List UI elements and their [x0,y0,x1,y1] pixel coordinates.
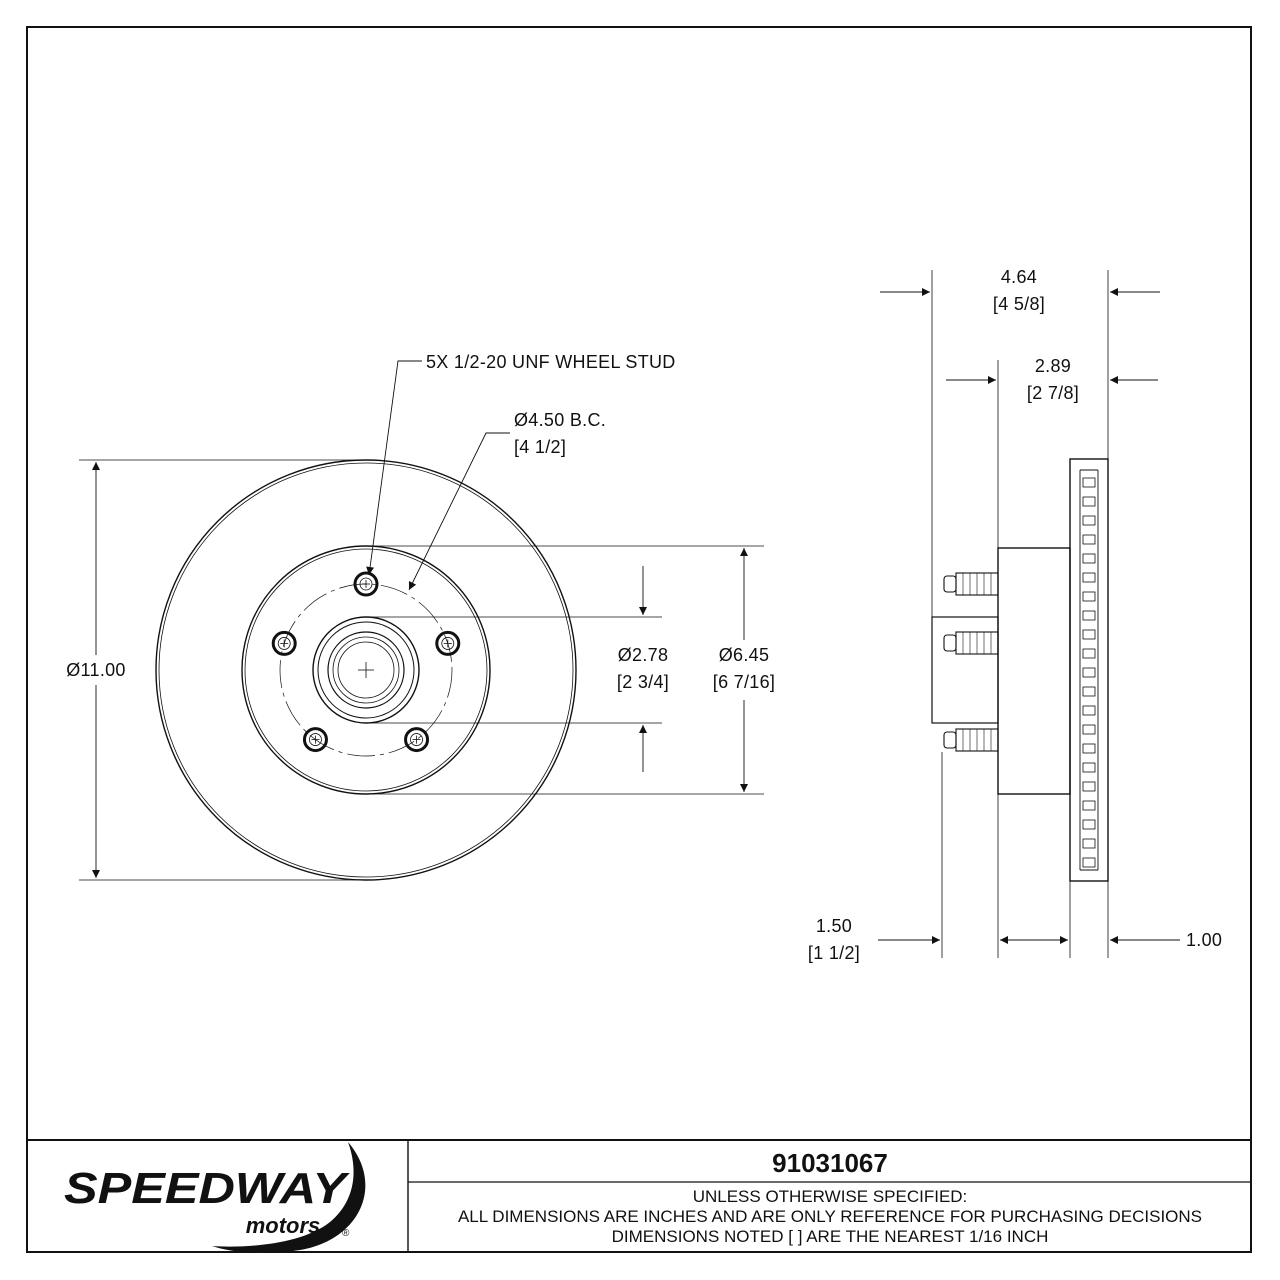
bolt-circle-leader [408,432,510,591]
stud-callout-leader [366,360,422,576]
pilot-diameter-fraction: [2 3/4] [617,672,669,692]
note-line-3: DIMENSIONS NOTED [ ] ARE THE NEAREST 1/1… [612,1227,1049,1246]
hub-offset-label: 2.89 [1035,356,1071,376]
rotor-diameter-label: Ø11.00 [66,660,126,680]
cooling-vane [1082,781,1096,792]
hub-ring-4 [332,636,400,704]
cooling-vane [1082,686,1096,697]
rotor-thickness-label: 1.00 [1186,930,1222,950]
hub-flange-fraction: [1 1/2] [808,943,860,963]
cooling-vane [1082,477,1096,488]
cooling-vane [1082,629,1096,640]
rotor-section-outer [1069,458,1109,882]
cooling-vane [1082,819,1096,830]
logo-sub: motors [246,1213,321,1238]
logo-brand: SPEEDWAY [64,1164,350,1213]
title-block: 91031067 UNLESS OTHERWISE SPECIFIED: ALL… [27,1139,1251,1253]
speedway-motors-logo: SPEEDWAY motors ® [64,1142,366,1253]
overall-height-fraction: [4 5/8] [993,294,1045,314]
cooling-vane [1082,553,1096,564]
wheel-stud-hole [435,630,461,656]
bolt-circle-fraction: [4 1/2] [514,437,566,457]
stud-callout: 5X 1/2-20 UNF WHEEL STUD [426,352,676,372]
cooling-vane [1082,838,1096,849]
hat-edge-inner-line [244,548,488,792]
cooling-vane [1082,515,1096,526]
cooling-vane [1082,496,1096,507]
rotor-outer-edge-inner-line [158,462,574,878]
cooling-vane [1082,591,1096,602]
hub-ring-2 [317,621,415,719]
front-view: Ø11.00 Ø6.45 [6 7/16] Ø2.78 [2 3/4] 5X 1… [66,352,775,881]
cooling-vane [1082,800,1096,811]
overall-height-label: 4.64 [1001,267,1037,287]
cooling-vane [1082,743,1096,754]
hub-body [997,547,1071,795]
cooling-vane [1082,705,1096,716]
hub-pilot [931,616,999,724]
hub-flange-label: 1.50 [816,916,852,936]
side-view: 4.64 [4 5/8] 2.89 [2 7/8] 1.50 [1 1/2] 1… [808,267,1222,963]
hub-ring-5 [337,641,395,699]
sheet-border [26,26,1252,1253]
wheel-stud-hole [353,571,379,597]
logo-registered-mark: ® [342,1228,350,1239]
part-number: 91031067 [772,1148,888,1178]
hub-offset-fraction: [2 7/8] [1027,383,1079,403]
cooling-vanes [1082,477,1096,868]
hat-diameter-label: Ø6.45 [719,645,770,665]
cooling-vane [1082,610,1096,621]
cooling-vane [1082,667,1096,678]
cooling-vane [1082,724,1096,735]
cooling-vane [1082,648,1096,659]
wheel-stud-hole [404,727,430,753]
wheel-studs [271,571,461,753]
hat-diameter-fraction: [6 7/16] [713,672,775,692]
side-stud-middle [943,631,999,655]
wheel-stud-hole [271,630,297,656]
note-line-2: ALL DIMENSIONS ARE INCHES AND ARE ONLY R… [458,1207,1202,1226]
cooling-vane [1082,857,1096,868]
cooling-vane [1082,572,1096,583]
logo-swoosh [212,1142,366,1253]
hub-ring-3 [327,631,405,709]
side-stud-bottom [943,728,999,752]
pilot-diameter-label: Ø2.78 [618,645,669,665]
cooling-vane [1082,762,1096,773]
side-stud-top [943,572,999,596]
wheel-stud-hole [302,727,328,753]
note-line-1: UNLESS OTHERWISE SPECIFIED: [693,1187,968,1206]
cooling-vane [1082,534,1096,545]
bolt-circle-label: Ø4.50 B.C. [514,410,606,430]
